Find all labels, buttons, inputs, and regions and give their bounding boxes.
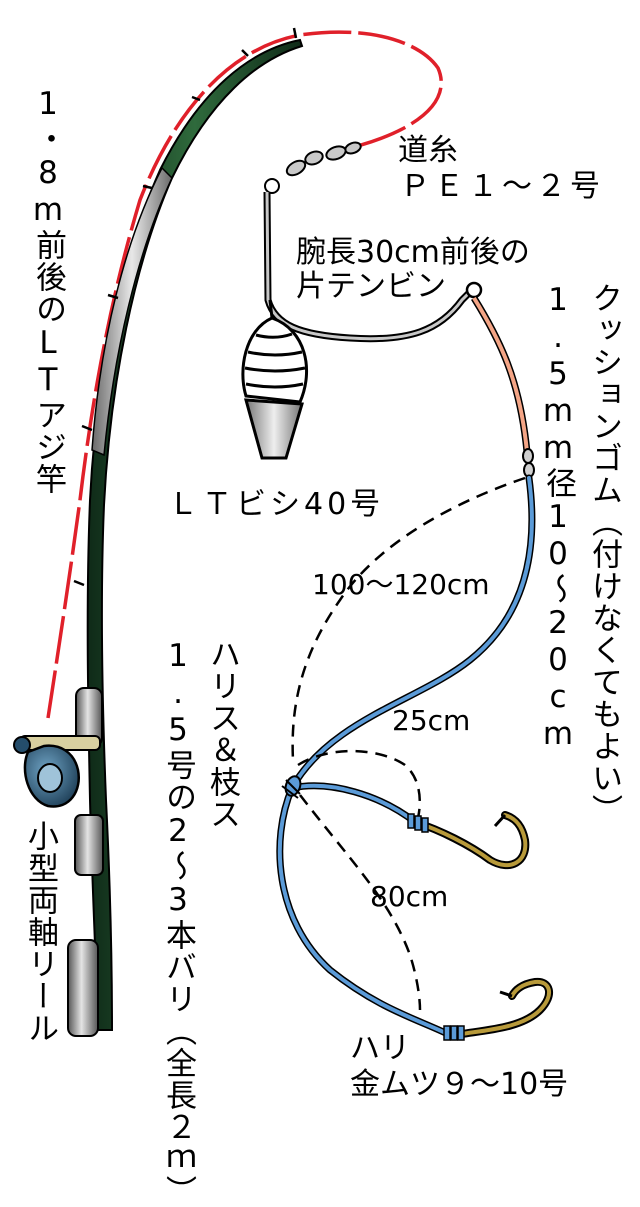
- label-sinker: ＬＴビシ40号: [168, 487, 385, 522]
- label-hook-2: 金ムツ９～10号: [350, 1067, 569, 1102]
- reel-seat-lower: [74, 814, 104, 876]
- cushion-swivel: [522, 448, 535, 478]
- label-rod: 1・8m前後のLTアジ竿: [30, 86, 66, 495]
- label-branch-length: 25cm: [392, 704, 471, 737]
- swivel: [264, 141, 362, 194]
- label-main-line-1: 道糸: [398, 133, 458, 168]
- tenbin-eye: [465, 281, 483, 299]
- hook-lower: [443, 977, 553, 1041]
- label-hook-1: ハリ: [350, 1031, 410, 1066]
- harisu: [276, 474, 536, 1040]
- hook-upper: [407, 811, 530, 870]
- cushion-rubber: [471, 296, 531, 453]
- label-reel: 小型両軸リール: [22, 820, 58, 1044]
- rig-illustration: [13, 27, 553, 1041]
- label-harisu-1: ハリス＆枝ス: [204, 638, 240, 830]
- rod-tip-section: [91, 166, 173, 457]
- label-leader-total: 100～120cm: [312, 568, 490, 601]
- branch-knot: [281, 775, 302, 799]
- main-line: [46, 30, 443, 719]
- label-harisu-2: 1.5号の2～3本バリ（全長２ｍ）: [160, 638, 196, 1207]
- label-lower-length: 80cm: [370, 880, 449, 913]
- label-tenbin-1: 腕長30cm前後の: [296, 235, 530, 270]
- measure-lines: [291, 476, 526, 1011]
- label-main-line-2: ＰＥ１～２号: [400, 169, 604, 204]
- label-tenbin-2: 片テンビン: [296, 269, 446, 304]
- reel: [13, 735, 101, 808]
- label-cushion-2: 1.5mm径10～20cm: [540, 282, 576, 753]
- rod-guides: [73, 27, 298, 587]
- label-cushion-1: クッションゴム（付けなくてもよい）: [586, 282, 622, 826]
- rod-butt: [67, 939, 99, 1037]
- sinker-cage: [241, 316, 308, 460]
